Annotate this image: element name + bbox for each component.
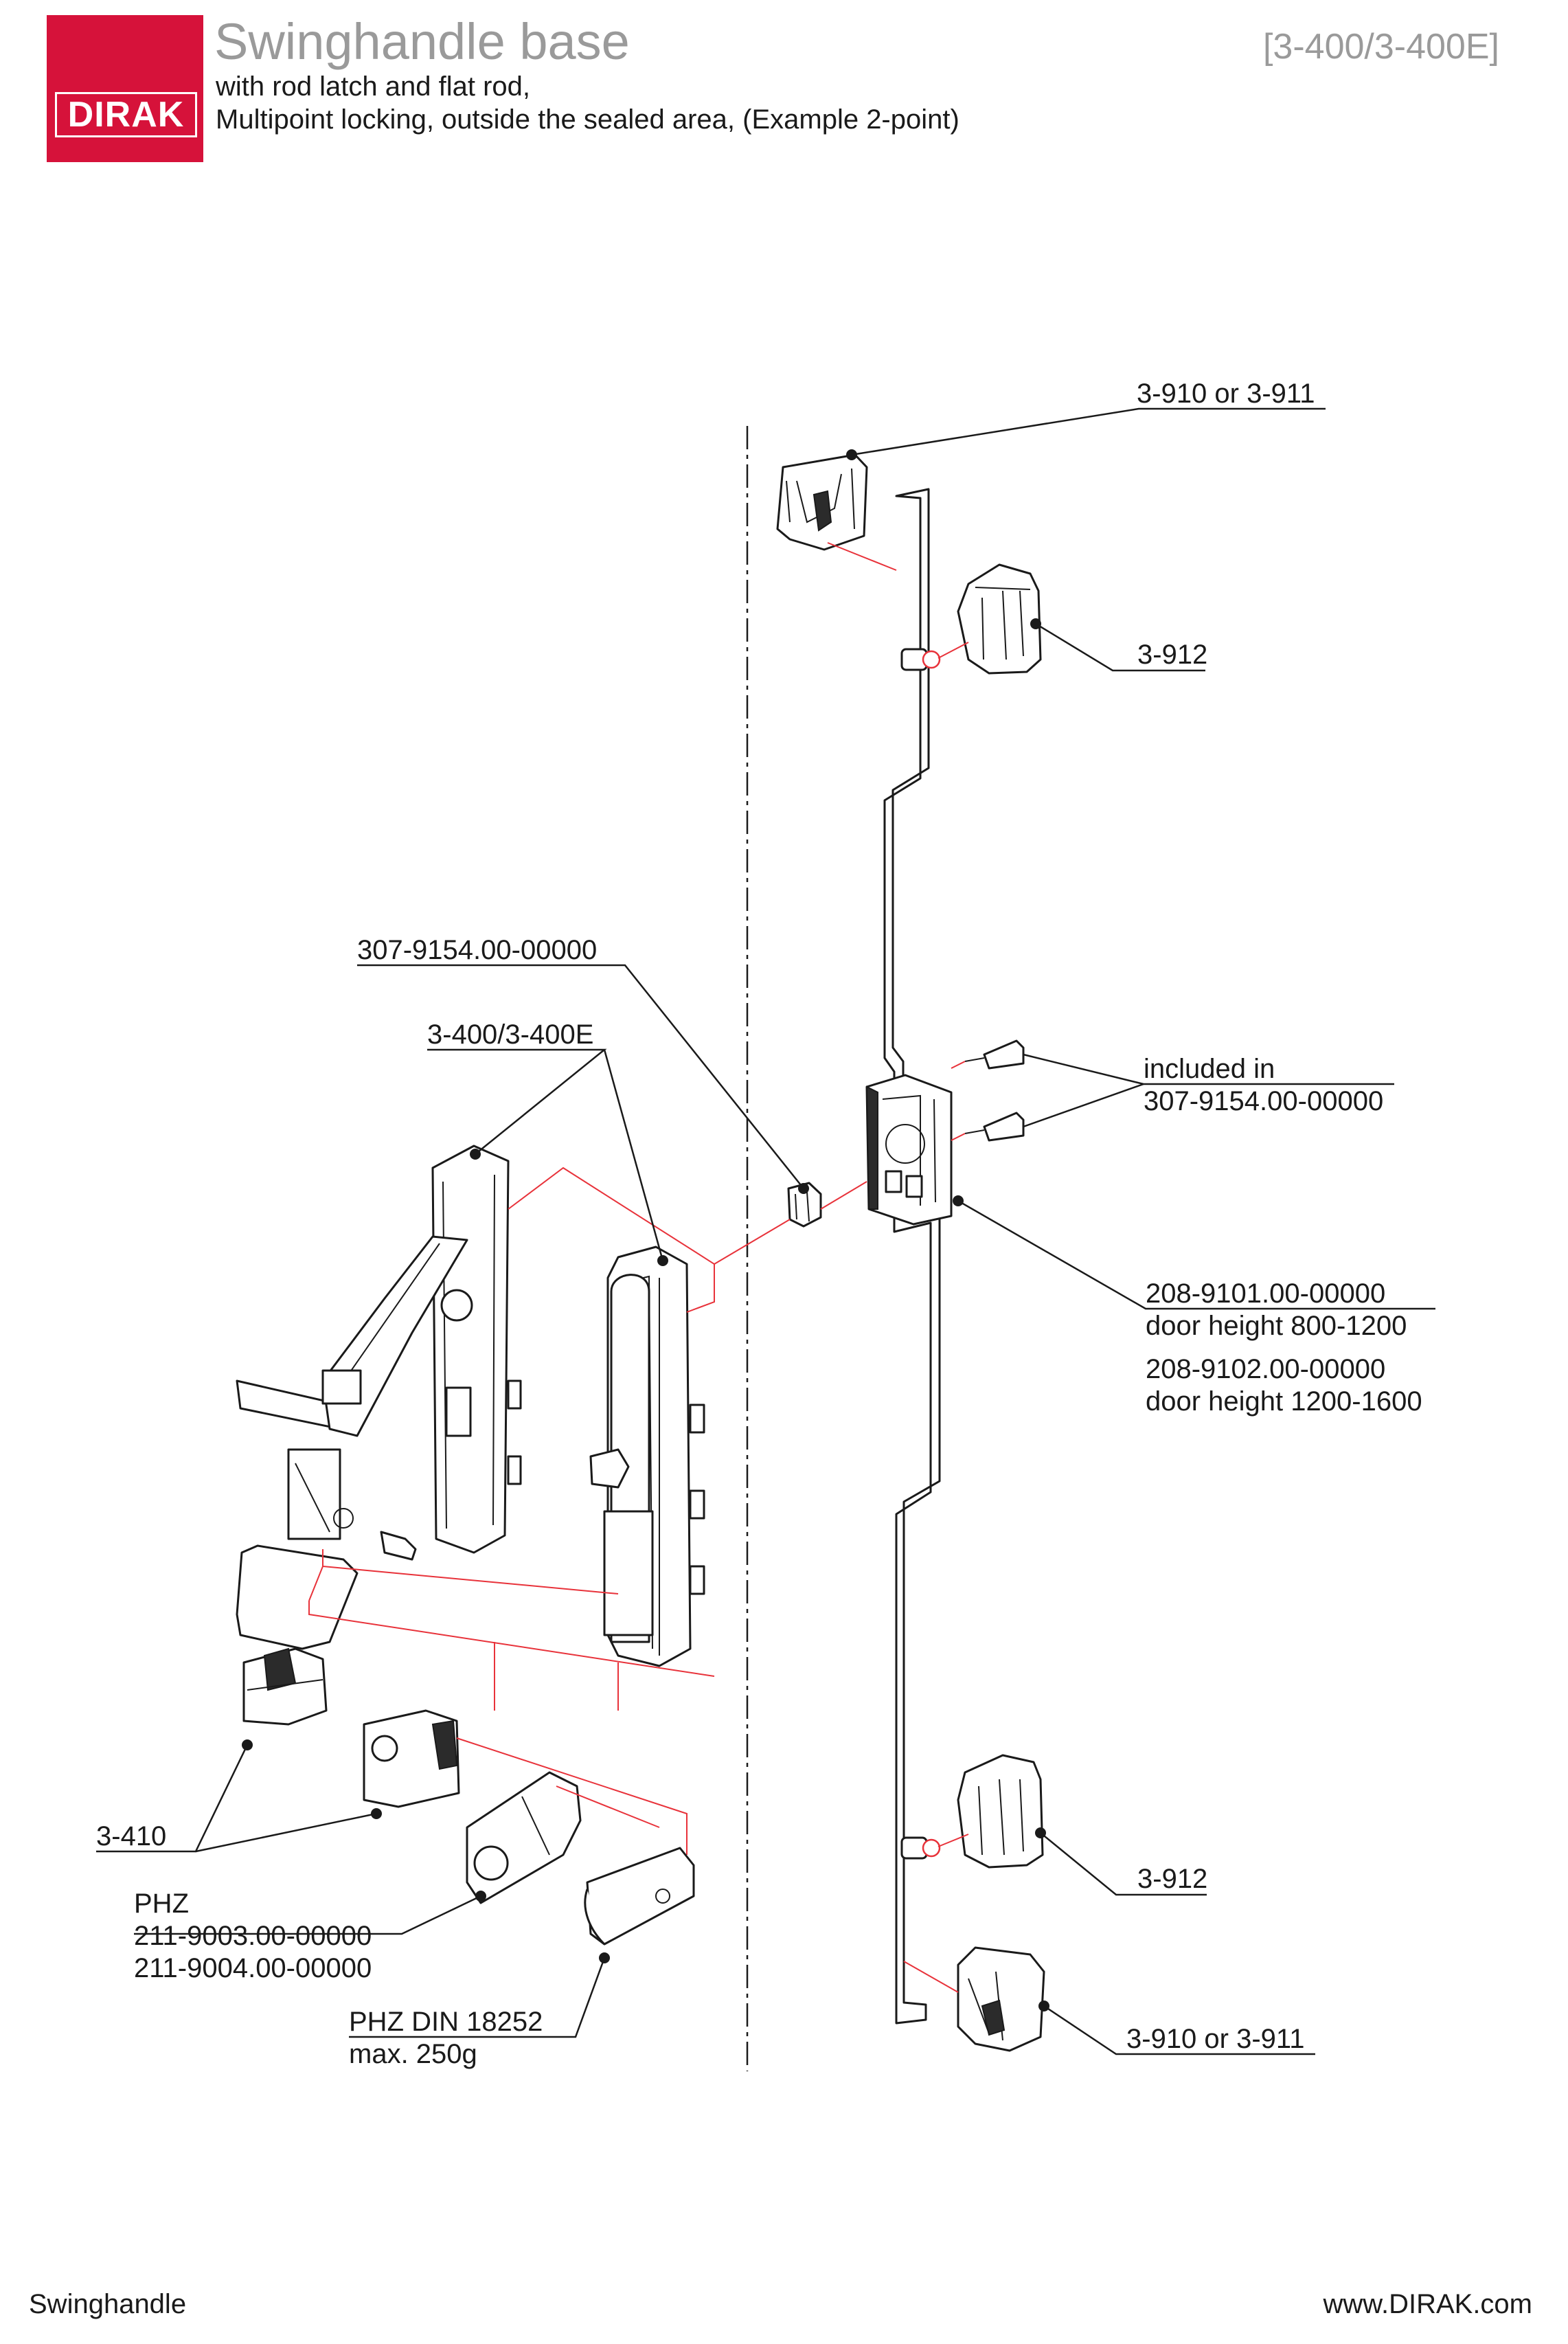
- handle-closed: [589, 1246, 705, 1667]
- rod-latch-block: [865, 1074, 953, 1226]
- bottom-rivet: [900, 1836, 941, 1860]
- label-phz-part-1: 211-9003.00-00000: [134, 1921, 372, 1951]
- flat-rod: [883, 488, 941, 2025]
- phz-cylinder: [466, 1771, 582, 1904]
- footer-website-link[interactable]: www.DIRAK.com: [1323, 2289, 1533, 2319]
- bottom-guide-part: [957, 1754, 1044, 1869]
- label-phz-part-2: 211-9004.00-00000: [134, 1953, 372, 1983]
- lock-insert-2: [363, 1709, 460, 1808]
- top-guide-part: [957, 563, 1042, 675]
- label-top-catch: 3-910 or 3-911: [1137, 379, 1315, 409]
- logo-wordmark: DIRAK: [55, 92, 197, 137]
- label-top-guide: 3-912: [1137, 640, 1208, 670]
- label-adapter: 307-9154.00-00000: [357, 935, 598, 965]
- lock-insert-1: [242, 1647, 328, 1726]
- label-handle: 3-400/3-400E: [427, 1019, 594, 1050]
- top-catch-part: [776, 453, 868, 551]
- label-screws-part: 307-9154.00-00000: [1144, 1086, 1384, 1116]
- label-bottom-guide: 3-912: [1137, 1864, 1208, 1894]
- dirak-logo: DIRAK: [47, 15, 203, 162]
- subtitle-line-2: Multipoint locking, outside the sealed a…: [216, 104, 959, 135]
- phz-din-cylinder: [584, 1847, 695, 1946]
- label-phz-din-note: max. 250g: [349, 2039, 477, 2069]
- top-rivet: [900, 648, 941, 671]
- label-rod-part-1: 208-9101.00-00000: [1146, 1278, 1386, 1309]
- footer-category: Swinghandle: [29, 2289, 187, 2319]
- label-rod-note-1: door height 800-1200: [1146, 1311, 1407, 1341]
- subtitle-line-1: with rod latch and flat rod,: [216, 71, 531, 102]
- label-rod-part-2: 208-9102.00-00000: [1146, 1354, 1386, 1384]
- label-screws-included: included in: [1144, 1054, 1275, 1084]
- latch-screw-bottom: [964, 1112, 1025, 1142]
- handle-open: [236, 1145, 522, 1650]
- label-bottom-catch: 3-910 or 3-911: [1126, 2024, 1305, 2054]
- label-phz-din: PHZ DIN 18252: [349, 2007, 543, 2037]
- label-rod-note-2: door height 1200-1600: [1146, 1386, 1422, 1417]
- page-title: Swinghandle base: [214, 13, 630, 70]
- bottom-catch-part: [957, 1946, 1045, 2052]
- product-code: [3-400/3-400E]: [1262, 27, 1499, 67]
- handle-screw: [333, 1508, 417, 1561]
- label-phz: PHZ: [134, 1889, 189, 1919]
- label-lock-insert: 3-410: [96, 1821, 167, 1851]
- leader-lines: [96, 407, 1435, 2055]
- latch-screw-top: [964, 1039, 1025, 1070]
